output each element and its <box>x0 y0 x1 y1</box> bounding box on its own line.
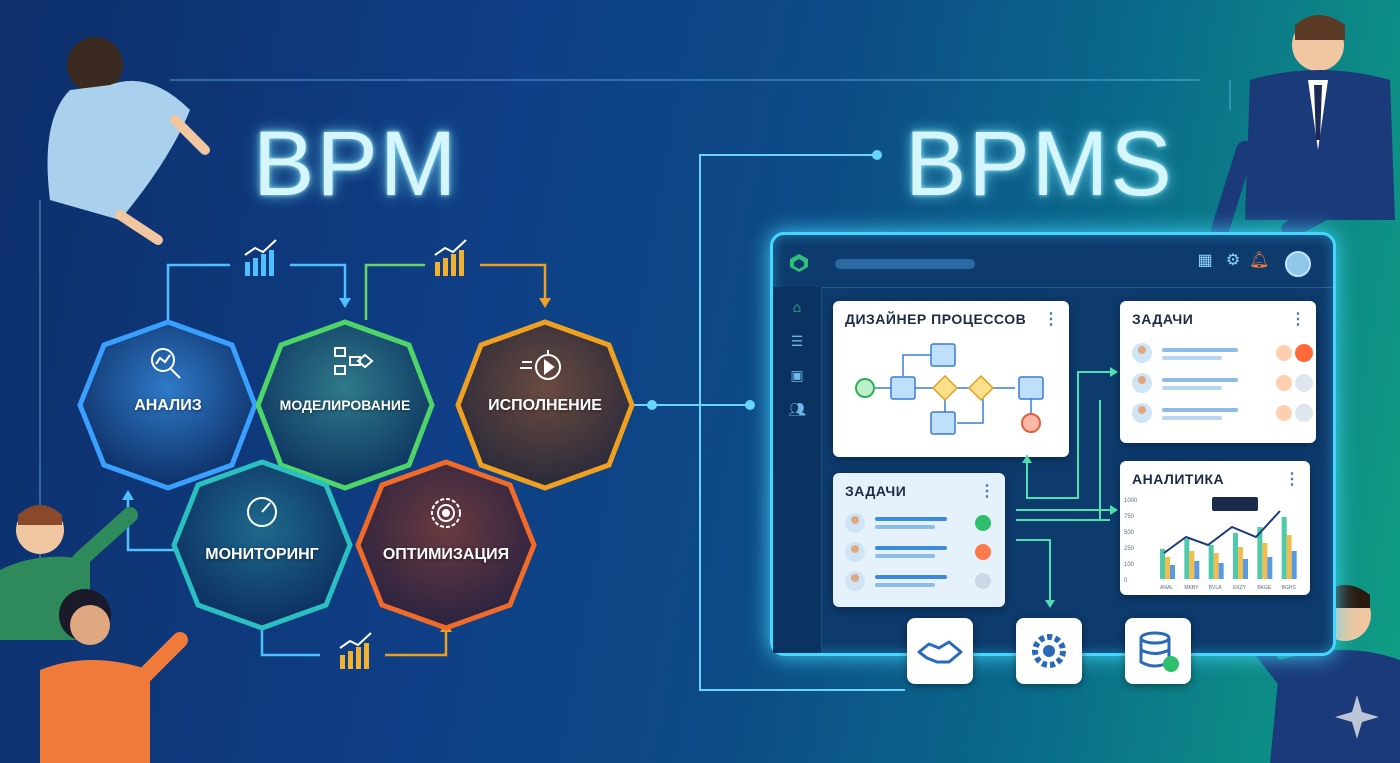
hex-label-optimization: ОПТИМИЗАЦИЯ <box>382 546 510 563</box>
process-flow-diagram <box>855 343 1044 435</box>
handshake-tool[interactable] <box>907 618 973 684</box>
sparkle-icon <box>1335 695 1379 739</box>
chart-tooltip <box>1212 497 1258 511</box>
task-list <box>845 513 991 591</box>
flowchart-icon <box>334 347 374 375</box>
chart-bar <box>1286 535 1292 579</box>
gear-icon[interactable]: ⚙ <box>1225 252 1241 269</box>
x-tick-label: BKGE <box>1257 585 1272 591</box>
handshake-icon <box>917 640 963 664</box>
app-logo-icon <box>790 254 808 272</box>
database-check-icon <box>1139 631 1179 672</box>
task-row <box>1132 403 1313 423</box>
user-avatar[interactable] <box>1285 251 1311 277</box>
y-tick-label: 250 <box>1124 546 1135 552</box>
hex-label-execution: ИСПОЛНЕНИЕ <box>488 397 602 414</box>
tasks-icon[interactable]: ▣ <box>790 367 804 383</box>
apps-grid-icon[interactable]: ▦ <box>1197 252 1213 269</box>
chart-bar <box>1194 561 1200 579</box>
panel-title: ДИЗАЙНЕР ПРОЦЕССОВ <box>845 311 1027 327</box>
task-row <box>1132 373 1313 393</box>
chart-bar <box>1213 553 1219 579</box>
y-tick-label: 500 <box>1124 530 1135 536</box>
database-tool[interactable] <box>1125 618 1191 684</box>
x-tick-label: MKBY <box>1184 585 1199 591</box>
more-icon[interactable]: ⋮ <box>1284 471 1300 488</box>
person-bottom-left-woman <box>40 589 188 763</box>
tasks-panel-left: ЗАДАЧИ ⋮ <box>833 473 1005 607</box>
magnifier-chart-icon <box>151 348 181 379</box>
hex-label-modeling: МОДЕЛИРОВАНИЕ <box>279 397 411 413</box>
chart-icon-2 <box>434 239 467 276</box>
task-row <box>845 542 991 562</box>
stopwatch-play-icon <box>520 350 561 380</box>
chart-bar <box>1160 549 1165 579</box>
app-sidebar: ⌂ ☰ ▣ 👥︎ <box>773 287 822 653</box>
bpms-app-window: ▦ ⚙ 🔔︎ ⌂ ☰ ▣ 👥︎ ДИЗАЙНЕР ПРОЦЕССОВ ⋮ <box>770 232 1336 656</box>
chart-bar <box>1257 527 1263 579</box>
process-designer-panel: ДИЗАЙНЕР ПРОЦЕССОВ ⋮ <box>833 301 1069 457</box>
chart-bar <box>1208 545 1214 579</box>
chart-icon-3 <box>339 632 372 669</box>
chart-bar <box>1218 563 1224 579</box>
hex-label-monitoring: МОНИТОРИНГ <box>205 546 319 563</box>
person-top-right <box>1211 15 1395 239</box>
chart-bar <box>1281 517 1287 579</box>
chart-icon-1 <box>244 239 277 276</box>
more-icon[interactable]: ⋮ <box>979 483 995 500</box>
y-tick-label: 1000 <box>1124 498 1138 504</box>
app-topbar: ▦ ⚙ 🔔︎ <box>773 235 1333 288</box>
gear-wrench-icon <box>1032 634 1066 668</box>
x-tick-label: ANAL <box>1160 585 1173 591</box>
home-icon[interactable]: ⌂ <box>792 299 802 315</box>
bpm-title: BPM <box>253 113 459 215</box>
more-icon[interactable]: ⋮ <box>1043 311 1059 328</box>
hex-label-analysis: АНАЛИЗ <box>134 397 202 414</box>
gauge-icon <box>247 497 277 527</box>
chart-bar <box>1291 551 1297 579</box>
chart-bar <box>1238 547 1243 579</box>
list-icon[interactable]: ☰ <box>790 333 804 349</box>
panel-title: ЗАДАЧИ <box>1132 311 1194 327</box>
trend-line <box>1163 510 1281 554</box>
settings-tool[interactable] <box>1016 618 1082 684</box>
chart-bar <box>1189 551 1195 579</box>
bell-icon[interactable]: 🔔︎ <box>1249 252 1270 269</box>
task-list <box>1132 343 1313 423</box>
panel-title: ЗАДАЧИ <box>845 483 907 499</box>
task-row <box>845 571 991 591</box>
tasks-panel-top: ЗАДАЧИ ⋮ <box>1120 301 1316 443</box>
y-tick-label: 750 <box>1124 514 1135 520</box>
users-icon[interactable]: 👥︎ <box>788 401 806 417</box>
target-gear-icon <box>431 498 461 528</box>
panel-title: АНАЛИТИКА <box>1132 471 1225 487</box>
bpms-title: BPMS <box>905 113 1174 215</box>
x-tick-label: BGHS <box>1282 585 1297 591</box>
chart-bar <box>1243 559 1248 579</box>
chart-bar <box>1184 539 1190 579</box>
y-tick-label: 100 <box>1124 562 1135 568</box>
x-tick-label: EKZY <box>1233 585 1247 591</box>
chart-bar <box>1262 543 1268 579</box>
person-top-left <box>47 37 210 245</box>
chart-bar <box>1233 533 1238 579</box>
chart-bar <box>1267 557 1273 579</box>
y-tick-label: 0 <box>1124 578 1128 584</box>
x-tick-label: BVLA <box>1209 585 1222 591</box>
task-row <box>1132 343 1313 363</box>
more-icon[interactable]: ⋮ <box>1290 311 1306 328</box>
chart-bar <box>1170 565 1175 579</box>
task-row <box>845 513 991 533</box>
search-bar[interactable] <box>835 259 975 269</box>
chart-bar <box>1165 557 1170 579</box>
